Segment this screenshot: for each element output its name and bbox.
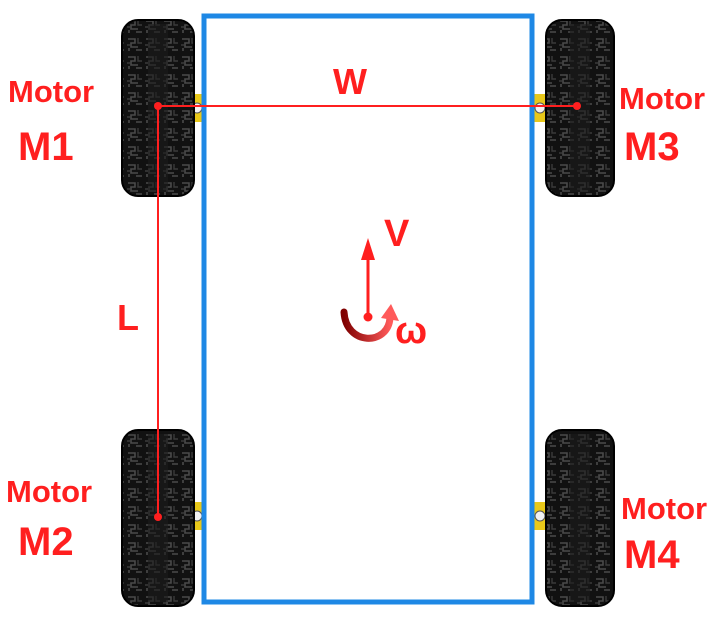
center-point — [363, 312, 373, 322]
length-label: L — [117, 297, 139, 338]
motor-m1-id: M1 — [18, 125, 74, 169]
m2-center-dot — [154, 513, 162, 521]
motor-m3-id: M3 — [624, 125, 680, 169]
hub-m4 — [532, 502, 548, 530]
m1-center-dot — [154, 102, 162, 110]
m3-center-dot — [573, 102, 581, 110]
velocity-arrow-head — [361, 238, 375, 260]
motor-m2-id: M2 — [18, 520, 74, 564]
angular-velocity-arc — [340, 308, 394, 342]
wheel-m4 — [545, 429, 615, 607]
motor-m1-word: Motor — [8, 74, 94, 109]
motor-m4-id: M4 — [624, 533, 680, 577]
motor-m4-word: Motor — [621, 491, 707, 526]
angular-velocity-label: ω — [395, 310, 427, 352]
width-label: W — [333, 61, 367, 102]
velocity-label: V — [384, 213, 410, 255]
motor-m2-word: Motor — [6, 474, 92, 509]
motor-m3-word: Motor — [619, 81, 705, 116]
angular-velocity-arrow-head — [381, 304, 399, 321]
